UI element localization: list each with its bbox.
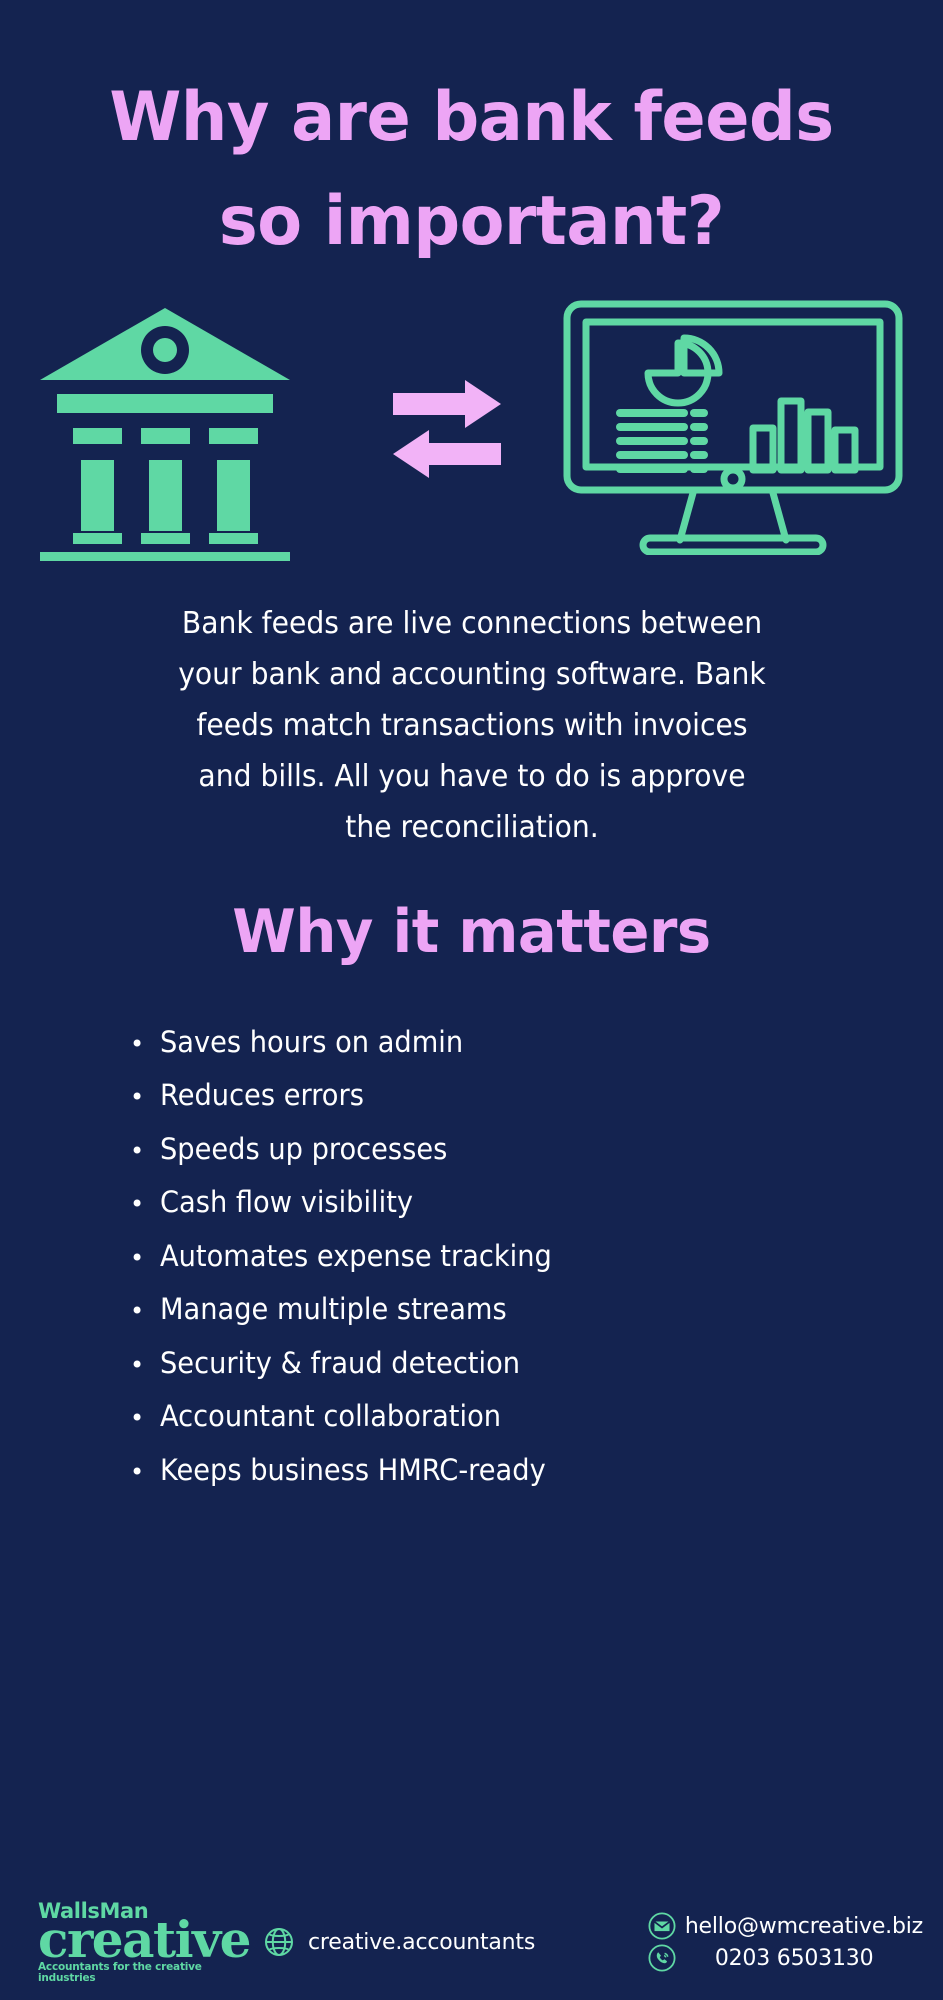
bullet-marker-icon: •	[130, 1243, 145, 1272]
website-label: creative.accountants	[308, 1929, 536, 1955]
bullet-marker-icon: •	[130, 1190, 145, 1219]
page-title-line-2: so important?	[218, 182, 725, 261]
desktop-monitor-dashboard-icon	[563, 300, 903, 560]
list-item-label: Speeds up processes	[160, 1131, 448, 1166]
list-item: • Security & fraud detection	[130, 1338, 690, 1392]
bullet-marker-icon: •	[130, 1297, 145, 1326]
contact-website[interactable]: creative.accountants	[263, 1926, 535, 1958]
brand-logo: WallsMan creative Accountants for the cr…	[38, 1899, 251, 1984]
logo-tagline: Accountants for the creative industries	[38, 1961, 202, 1984]
logo-brand-main: creative	[38, 1910, 251, 1969]
bullet-marker-icon: •	[130, 1136, 145, 1165]
contact-email[interactable]: hello@wmcreative.biz	[648, 1912, 923, 1940]
list-item: • Saves hours on admin	[130, 1017, 690, 1071]
phone-icon	[648, 1944, 676, 1972]
list-item-label: Cash flow visibility	[160, 1185, 414, 1220]
globe-icon	[263, 1926, 295, 1958]
envelope-icon	[648, 1912, 676, 1940]
list-item: • Keeps business HMRC-ready	[130, 1445, 690, 1499]
email-label: hello@wmcreative.biz	[684, 1913, 923, 1939]
list-item: • Accountant collaboration	[130, 1391, 690, 1445]
list-item-label: Manage multiple streams	[160, 1292, 507, 1327]
list-item: • Cash flow visibility	[130, 1177, 690, 1231]
list-item-label: Automates expense tracking	[160, 1238, 552, 1273]
benefits-list: • Saves hours on admin • Reduces errors …	[130, 1017, 690, 1499]
list-item: • Manage multiple streams	[130, 1284, 690, 1338]
two-way-sync-arrows-icon	[393, 380, 501, 483]
list-item: • Speeds up processes	[130, 1124, 690, 1178]
bullet-marker-icon: •	[130, 1350, 145, 1379]
footer: WallsMan creative Accountants for the cr…	[0, 1884, 943, 2000]
phone-label: 0203 6503130	[714, 1945, 874, 1971]
list-item-label: Saves hours on admin	[160, 1024, 464, 1059]
page-title-line-1: Why are bank feeds	[109, 78, 834, 157]
page-title: Why are bank feeds so important?	[0, 0, 943, 274]
bullet-marker-icon: •	[130, 1029, 145, 1058]
list-item-label: Reduces errors	[160, 1078, 364, 1113]
contact-phone[interactable]: 0203 6503130	[648, 1944, 923, 1972]
bullet-marker-icon: •	[130, 1083, 145, 1112]
contact-details: hello@wmcreative.biz 0203 6503130	[648, 1912, 923, 1972]
list-item-label: Security & fraud detection	[160, 1345, 521, 1380]
list-item-label: Accountant collaboration	[160, 1399, 502, 1434]
list-item-label: Keeps business HMRC-ready	[160, 1452, 546, 1487]
list-item: • Reduces errors	[130, 1070, 690, 1124]
bullet-marker-icon: •	[130, 1404, 145, 1433]
logo-brand-top: WallsMan	[38, 1899, 149, 1923]
section-heading: Why it matters	[232, 897, 711, 967]
hero-illustration	[0, 300, 943, 580]
bank-building-icon	[40, 308, 290, 566]
body-paragraph: Bank feeds are live connections between …	[177, 606, 766, 845]
list-item: • Automates expense tracking	[130, 1231, 690, 1285]
bullet-marker-icon: •	[130, 1457, 145, 1486]
